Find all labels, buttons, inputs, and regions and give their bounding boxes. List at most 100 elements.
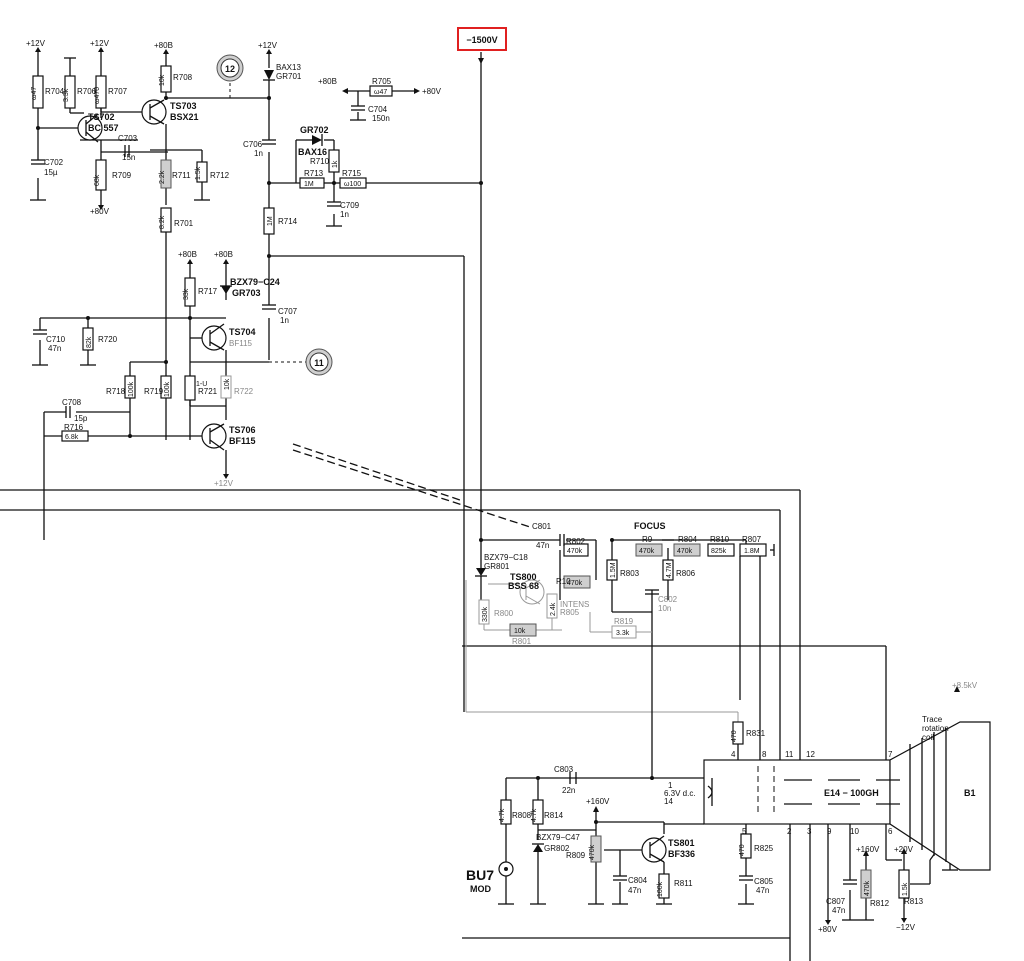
label-bzx79c24: BZX79−C24 [230,277,280,287]
value-r709: 68k [94,174,101,186]
label-bzx79c18: BZX79−C18 [484,553,528,562]
label-pin6: 6 [888,827,893,836]
value-r9: 470k [639,548,655,555]
label-bax13: BAX13 [276,63,301,72]
value-r805: 2.4k [550,602,557,616]
value-c709: 1n [340,210,349,219]
label-pin14: 14 [664,797,673,806]
value-r707: ω470 [94,87,101,104]
value-r810: 825k [711,548,727,555]
label-r10: R10 [556,577,571,586]
label-r804: R804 [678,535,698,544]
value-r825: 470 [739,844,746,856]
label-r714: R714 [278,217,298,226]
value-r811: 100k [657,881,664,897]
label-trace-3: coil [922,733,934,742]
label-r809: R809 [566,851,586,860]
label-gr702: GR702 [300,125,329,135]
label-c801: C801 [532,522,552,531]
label-r707: R707 [108,87,128,96]
label-intens: INTENS [560,600,589,609]
label-bf336: BF336 [668,849,695,859]
label-pin3: 3 [807,827,812,836]
label-heater: 6.3V d.c. [664,789,696,798]
label-c807: C807 [826,897,846,906]
value-r713: 1M [304,181,314,188]
label-r721: R721 [198,387,218,396]
label-c804: C804 [628,876,648,885]
label-ts801: TS801 [668,838,695,848]
label-r810: R810 [710,535,730,544]
label-bzx79c47: BZX79−C47 [536,833,580,842]
label-r808: R808 [512,811,532,820]
label-c707: C707 [278,307,298,316]
value-r712: 1.5k [195,166,202,180]
value-r711: 2.2k [159,170,166,184]
value-r720: 82k [86,336,93,348]
label-c709: C709 [340,201,360,210]
label-p80b-3: +80B [214,250,233,259]
label-r813: R813 [904,897,924,906]
label-r712: R712 [210,171,230,180]
label-pin4: 4 [731,750,736,759]
node-11-label: 11 [314,358,324,368]
junction-dots [36,96,654,824]
value-c805: 47n [756,886,769,895]
label-p20v: +20V [894,845,914,854]
label-ts800: TS800 [510,572,537,582]
value-c801: 47n [536,541,549,550]
value-r806: 4.7M [666,562,673,578]
label-c710: C710 [46,335,66,344]
label-r706: R706 [77,87,97,96]
label-r803: R803 [620,569,640,578]
bu7-connector [498,861,514,877]
label-gr801: GR801 [484,562,510,571]
value-r808: 4.7k [499,808,506,822]
value-r719: 100k [164,381,171,397]
label-r719: R719 [144,387,164,396]
hv-arrow [478,58,484,64]
label-p80b-2: +80B [178,250,197,259]
label-r705: R705 [372,77,392,86]
label-r701: R701 [174,219,194,228]
value-c807: 47n [832,906,845,915]
label-r800: R800 [494,609,514,618]
label-pin10: 10 [850,827,859,836]
label-pin8: 8 [762,750,767,759]
label-bax16: BAX16 [298,147,327,157]
value-r800: 330k [482,606,489,622]
label-r812: R812 [870,899,890,908]
label-c703: C703 [118,134,138,143]
label-trace-1: Trace [922,715,943,724]
value-c802: 10n [658,604,671,613]
value-r715: ω100 [344,181,361,188]
value-c706: 1n [254,149,263,158]
upper-left-wiring [30,50,482,712]
value-r831: 470 [731,730,738,742]
value-r714: 1M [267,216,274,226]
value-r721: 1-U [196,381,207,388]
value-r812: 470k [864,880,871,896]
label-p160v-2: +160V [856,845,880,854]
label-r704: R704 [45,87,65,96]
label-c708: C708 [62,398,82,407]
value-r708: 10k [159,74,166,86]
value-r717: 33k [183,288,190,300]
label-r720: R720 [98,335,118,344]
label-ts702: TS702 [88,112,115,122]
node-12-label: 12 [225,64,235,74]
component-labels: +12V +12V +80B +12V R704 ω47 R706 3.3k R… [26,39,978,934]
hv-label: −1500V [466,35,497,45]
value-r705: ω47 [374,89,387,96]
label-r713: R713 [304,169,324,178]
resistor-bodies [32,65,910,899]
hv-label-box [457,27,507,51]
label-p80b-r705: +80B [318,77,337,86]
label-ts703: TS703 [170,101,197,111]
label-r717: R717 [198,287,218,296]
label-b1: B1 [964,788,976,798]
value-r804: 470k [677,548,693,555]
label-p80v-r705: +80V [422,87,442,96]
label-bu7: BU7 [466,867,494,883]
label-r716: R716 [64,423,84,432]
